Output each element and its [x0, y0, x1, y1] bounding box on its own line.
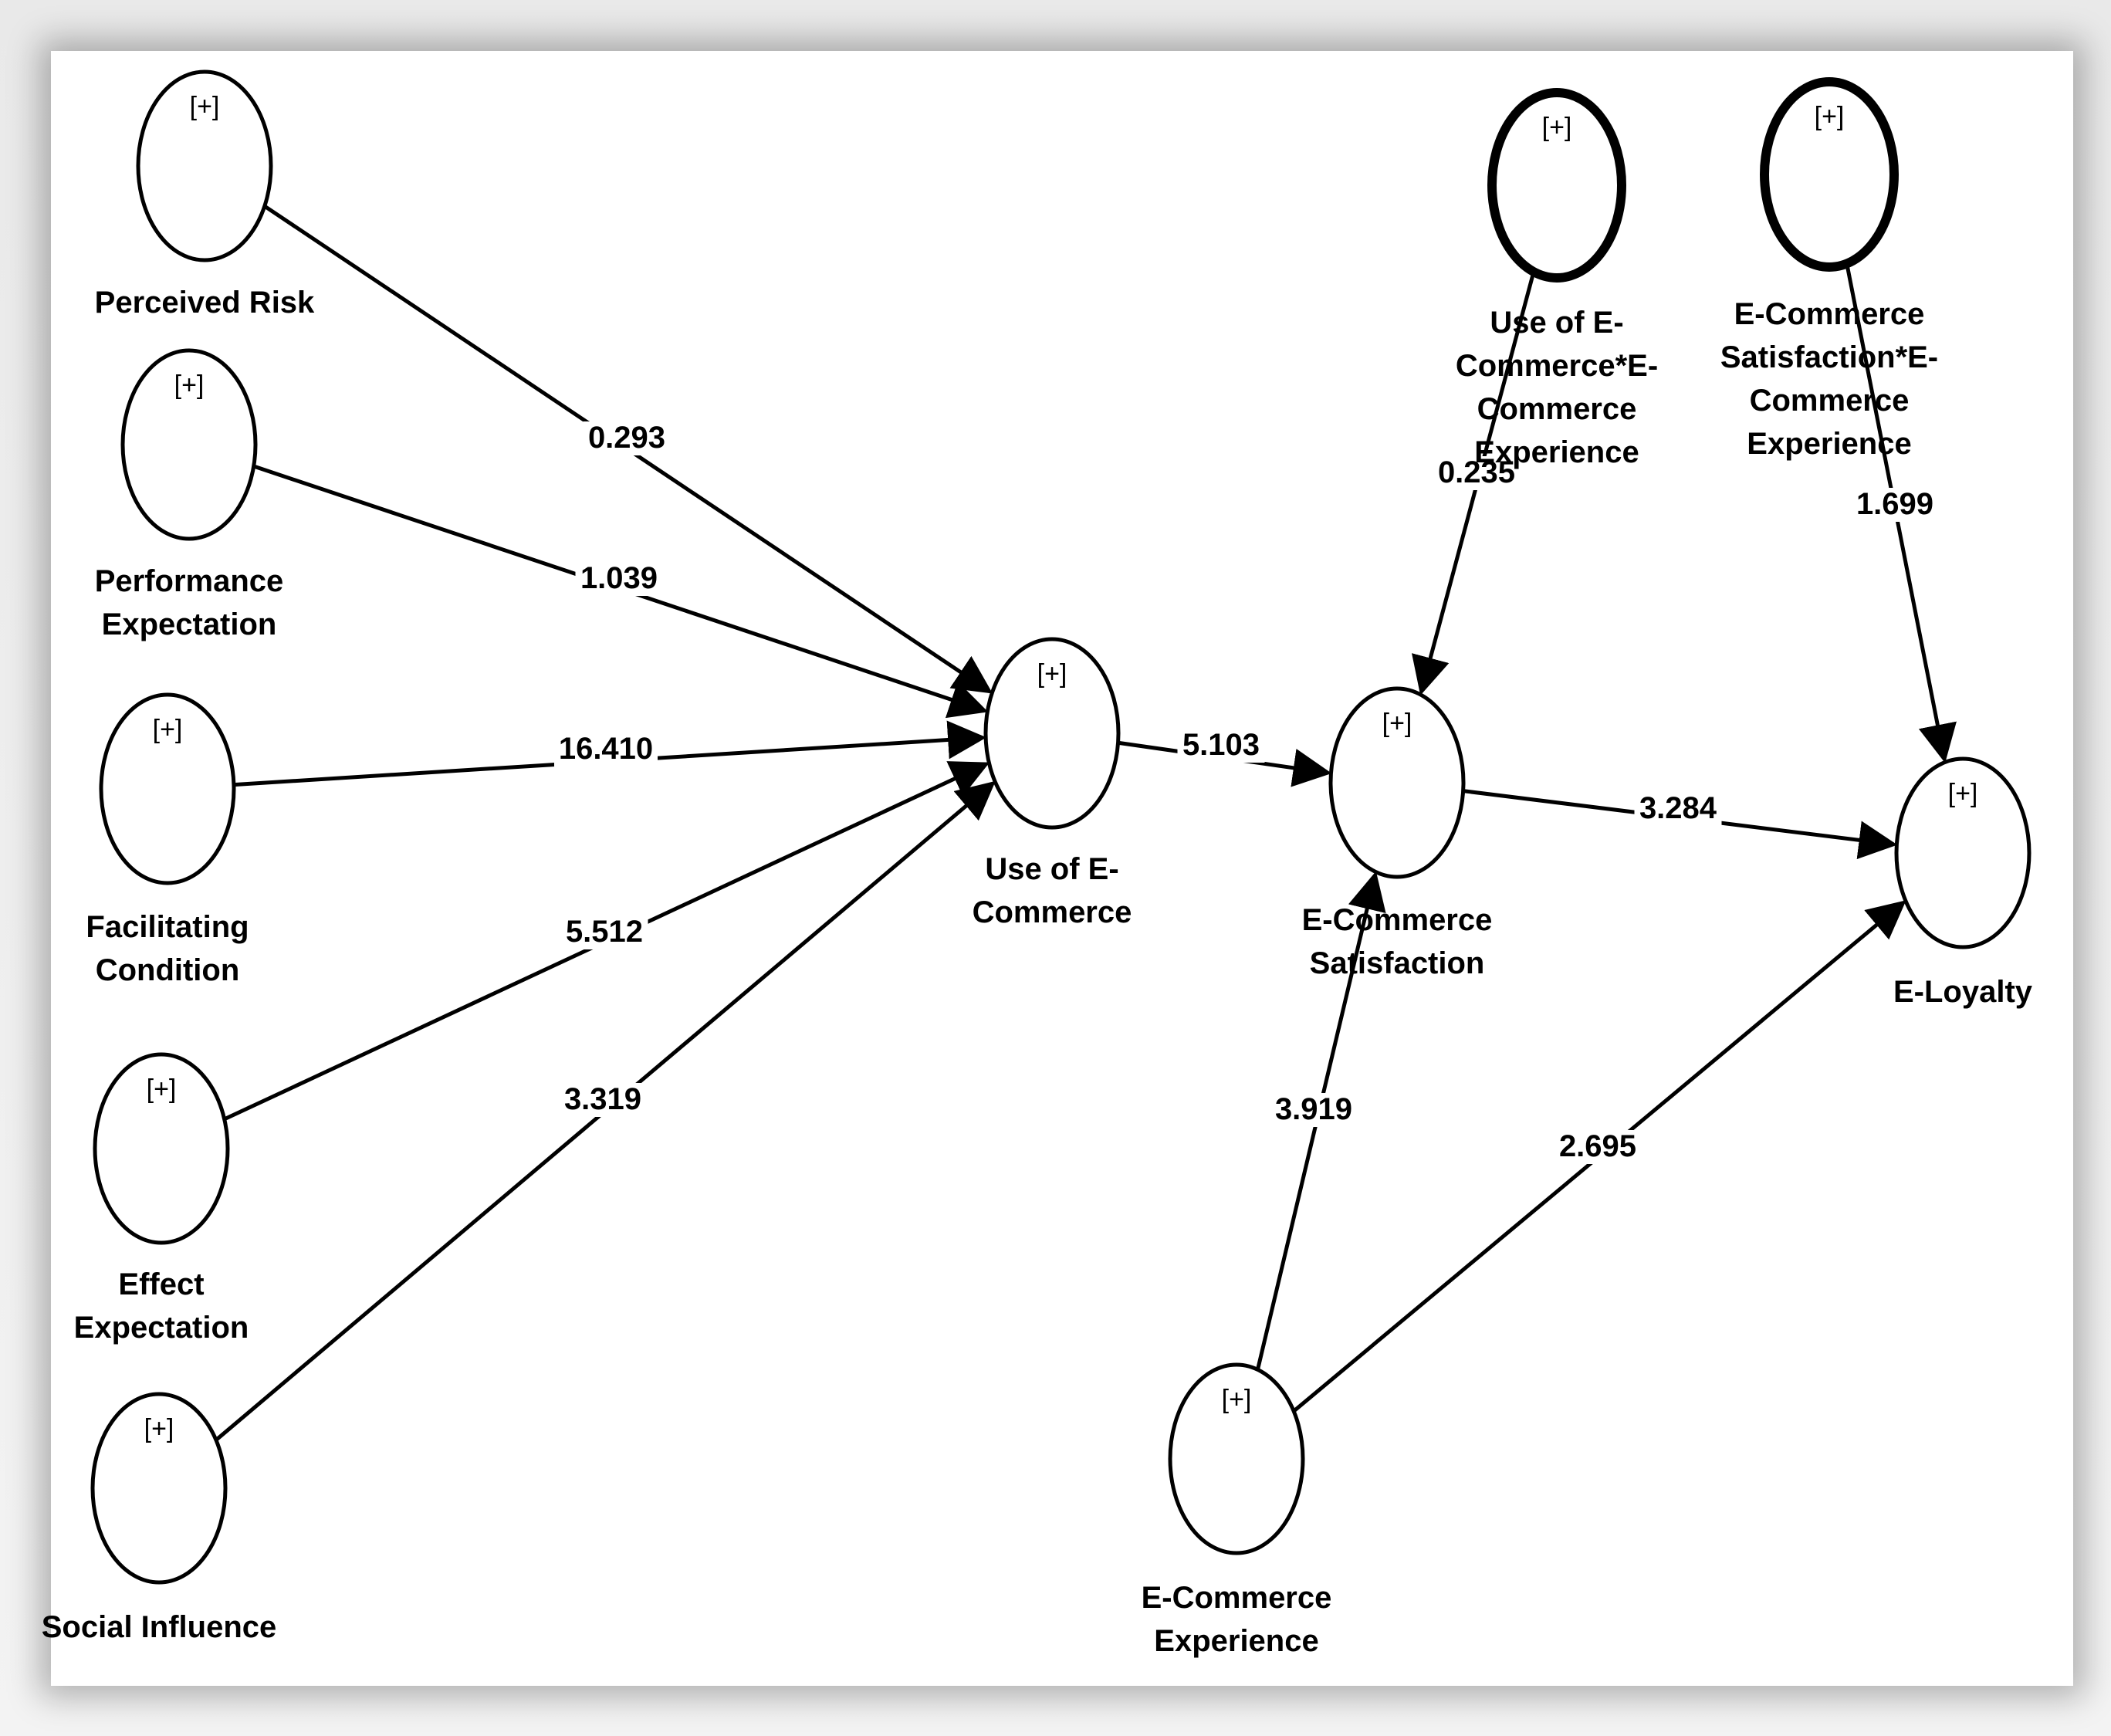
path-coefficient-use-of-ecommerce-to-ecommerce-satisfaction: 5.103	[1177, 728, 1265, 763]
construct-label: Expectation	[102, 607, 277, 641]
expand-marker-icon[interactable]: [+]	[1815, 102, 1845, 131]
path-coefficient-social-influence-to-use-of-ecommerce: 3.319	[559, 1082, 647, 1117]
coefficient-background	[1433, 456, 1521, 490]
construct-label: E-Loyalty	[1893, 975, 2033, 1009]
construct-circle[interactable]	[1487, 88, 1626, 283]
construct-label: Experience	[1474, 435, 1639, 469]
coefficient-background	[1270, 1093, 1358, 1127]
coefficient-background	[583, 421, 671, 455]
coefficient-value: 3.319	[564, 1082, 641, 1116]
coefficient-value: 5.103	[1182, 728, 1260, 762]
expand-marker-icon[interactable]: [+]	[153, 715, 183, 744]
construct-circle[interactable]	[93, 1052, 230, 1245]
construct-circle[interactable]	[983, 637, 1121, 830]
expand-marker-icon[interactable]: [+]	[1382, 709, 1412, 738]
construct-label: Facilitating	[86, 910, 249, 944]
expand-marker-icon[interactable]: [+]	[1222, 1385, 1252, 1414]
construct-label: Social Influence	[42, 1610, 277, 1644]
expand-marker-icon[interactable]: [+]	[1948, 779, 1978, 808]
coefficient-value: 5.512	[566, 915, 643, 949]
coefficient-value: 3.284	[1639, 791, 1717, 825]
construct-label: E-Commerce	[1142, 1581, 1332, 1615]
expand-marker-icon[interactable]: [+]	[190, 92, 220, 121]
expand-marker-icon[interactable]: [+]	[174, 371, 205, 400]
construct-perceived-risk[interactable]: [+] Perceived Risk	[95, 69, 315, 320]
coefficient-value: 1.699	[1856, 487, 1933, 521]
expand-marker-icon[interactable]: [+]	[144, 1414, 174, 1443]
construct-use-x-experience[interactable]: [+] Use of E- Commerce*E- CommerceExperienc…	[1456, 88, 1658, 469]
construct-label: Experience	[1747, 427, 1911, 461]
coefficient-value: 0.293	[588, 421, 665, 455]
coefficient-background	[575, 562, 663, 596]
constructs-layer: [+] Perceived Risk [+] PerformanceExpectati…	[42, 69, 2033, 1658]
path-coefficient-satisfaction-x-experience-to-e-loyalty: 1.699	[1851, 487, 1939, 522]
path-coefficient-ecommerce-experience-to-ecommerce-satisfaction: 3.919	[1270, 1092, 1358, 1127]
construct-label: Effect	[118, 1267, 204, 1301]
construct-circle[interactable]	[1168, 1362, 1305, 1555]
construct-label: Satisfaction*E-	[1720, 340, 1938, 374]
coefficient-value: 3.919	[1275, 1092, 1352, 1126]
path-coefficient-performance-expectation-to-use-of-ecommerce: 1.039	[575, 561, 663, 596]
path-coefficient-ecommerce-satisfaction-to-e-loyalty: 3.284	[1634, 791, 1722, 826]
construct-circle[interactable]	[120, 348, 258, 541]
construct-label: Commerce	[973, 895, 1132, 929]
coefficient-value: 1.039	[580, 561, 658, 595]
construct-label: Use of E-	[985, 852, 1118, 886]
coefficient-value: 2.695	[1559, 1129, 1636, 1163]
construct-label: Satisfaction	[1310, 946, 1485, 980]
construct-label: Commerce*E-	[1456, 349, 1658, 383]
coefficient-background	[559, 1083, 647, 1117]
coefficient-background	[554, 733, 658, 766]
construct-label: E-Commerce	[1734, 297, 1925, 331]
construct-label: Condition	[96, 953, 240, 987]
construct-circle[interactable]	[1894, 756, 2031, 949]
construct-label: Performance	[95, 564, 284, 598]
coefficient-value: 16.410	[559, 732, 653, 766]
construct-use-of-ecommerce[interactable]: [+] Use of E- Commerce	[973, 637, 1132, 929]
construct-social-influence[interactable]: [+] Social Influence	[42, 1392, 277, 1644]
construct-e-loyalty[interactable]: [+] E-Loyalty	[1893, 756, 2033, 1009]
construct-label: Use of E-	[1490, 306, 1623, 340]
coefficients-layer: 0.293 1.039 16.410 5.512 3.319 5.103 0.235 3.91…	[554, 421, 1939, 1164]
construct-label: Expectation	[74, 1311, 249, 1345]
coefficient-background	[1554, 1130, 1642, 1164]
expand-marker-icon[interactable]: [+]	[147, 1074, 177, 1104]
expand-marker-icon[interactable]: [+]	[1037, 659, 1067, 689]
coefficient-background	[1177, 729, 1265, 763]
construct-label: Commerce	[1750, 384, 1910, 418]
path-coefficient-effect-expectation-to-use-of-ecommerce: 5.512	[560, 915, 648, 949]
path-coefficient-perceived-risk-to-use-of-ecommerce: 0.293	[583, 421, 671, 455]
construct-circle[interactable]	[1760, 77, 1899, 272]
coefficient-background	[560, 915, 648, 949]
construct-label: Perceived Risk	[95, 286, 315, 320]
construct-circle[interactable]	[90, 1392, 228, 1585]
path-coefficient-use-x-experience-to-ecommerce-satisfaction: 0.235	[1433, 455, 1521, 490]
construct-circle[interactable]	[1328, 686, 1466, 879]
construct-label: E-Commerce	[1302, 903, 1493, 937]
construct-label: Commerce	[1477, 392, 1637, 426]
path-coefficient-ecommerce-experience-to-e-loyalty: 2.695	[1554, 1129, 1642, 1164]
coefficient-background	[1634, 792, 1722, 826]
path-coefficient-facilitating-condition-to-use-of-ecommerce: 16.410	[554, 732, 658, 766]
coefficient-value: 0.235	[1438, 455, 1515, 489]
construct-label: Experience	[1154, 1624, 1318, 1658]
diagram-panel	[51, 51, 2073, 1686]
coefficient-background	[1851, 488, 1939, 522]
construct-circle[interactable]	[136, 69, 273, 262]
construct-circle[interactable]	[99, 692, 236, 885]
expand-marker-icon[interactable]: [+]	[1542, 113, 1572, 142]
